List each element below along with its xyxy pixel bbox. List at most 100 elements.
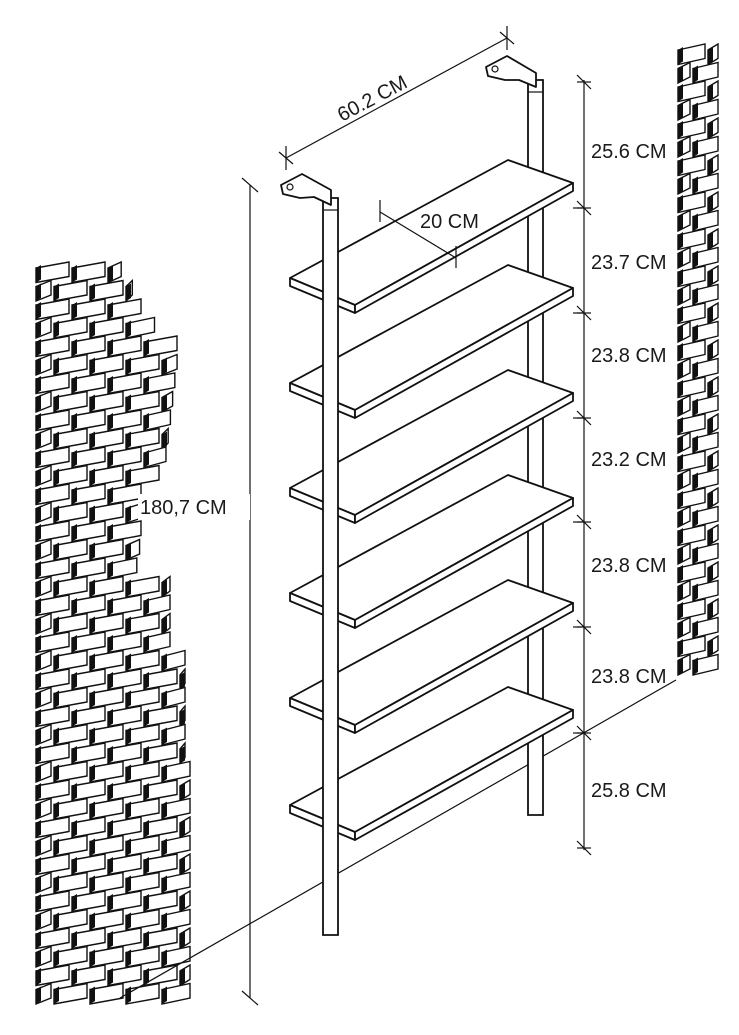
brick [125,760,160,783]
brick [89,316,124,339]
depth-dimension: 20 CM [379,200,479,268]
brick [89,501,124,524]
brick [179,963,191,987]
wall-bracket-left [280,173,332,206]
brick [125,982,160,1005]
brick [692,653,719,676]
brick [107,298,142,321]
brick [143,890,178,913]
brick [71,631,106,654]
brick [35,779,70,802]
brick [53,760,88,783]
brick [677,561,706,584]
brick [677,579,691,603]
brick [143,927,178,950]
brick [35,723,52,747]
spacing-label-2: 23.7 CM [591,252,667,274]
brick [677,61,691,85]
brick [35,298,70,321]
brick [677,542,691,566]
brick [89,723,124,746]
brick [692,246,719,269]
brick [35,705,70,728]
brick [143,372,176,395]
brick [89,649,124,672]
brick [677,505,691,529]
brick [35,834,52,858]
brick [35,446,70,469]
spacing-tick [576,74,592,90]
brick [179,852,191,876]
brick [35,927,70,950]
brick [161,612,171,636]
brick [89,945,124,968]
brick [692,98,719,121]
brick [707,190,719,214]
brick [71,816,106,839]
brick [107,853,142,876]
brick [107,446,142,469]
brick [35,594,70,617]
brick [89,575,124,598]
shelves-group [289,159,574,841]
brick [707,597,719,621]
brick [53,538,88,561]
brick [71,409,106,432]
brick [707,412,719,436]
brick [53,390,88,413]
brick [161,871,191,894]
brick [53,723,88,746]
brick [71,779,106,802]
front-post-left [322,197,339,936]
brick [89,797,124,820]
brick [677,635,706,658]
brick [143,705,178,728]
brick [89,279,124,302]
brick [707,634,719,658]
brick [53,945,88,968]
brick [107,483,142,506]
brick [71,890,106,913]
brick [89,353,124,376]
brick [71,298,106,321]
spacing-label-3: 23.8 CM [591,345,667,367]
brick [692,209,719,232]
brick [707,486,719,510]
brick [692,357,719,380]
wall-bracket-right [485,55,537,88]
brick [35,372,70,395]
brick [677,246,691,270]
brick [107,705,142,728]
brick [143,816,178,839]
brick [35,686,52,710]
brick [35,853,70,876]
brick [707,375,719,399]
brick [53,686,88,709]
brick [89,390,124,413]
brick [707,338,719,362]
brick [71,705,106,728]
brick [107,335,142,358]
brick [89,871,124,894]
spacing-label-5: 23.8 CM [591,555,667,577]
brick [125,538,141,562]
brick [107,372,142,395]
brick [677,468,691,492]
brick [53,908,88,931]
height-label: 180,7 CM [140,497,227,519]
brick [161,426,169,451]
brick [125,612,160,635]
brick [53,797,88,820]
brick [71,668,106,691]
brick [71,520,106,543]
spacing-label-7: 25.8 CM [591,780,667,802]
brick [707,153,719,177]
brick [143,779,178,802]
brick [35,871,52,895]
shelf-board [289,264,574,419]
brick [35,501,52,525]
brick [107,927,142,950]
brick [71,483,106,506]
brick [677,320,691,344]
brick [89,464,124,487]
